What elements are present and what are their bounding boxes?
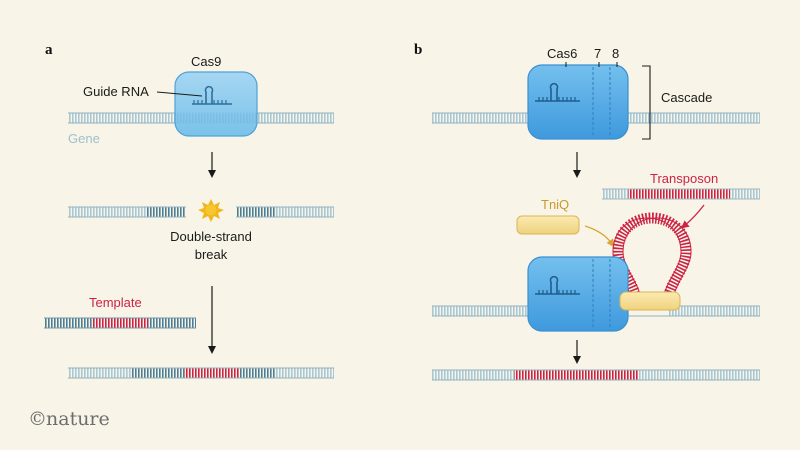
subunit-7-label: 7 xyxy=(594,46,601,61)
tniq-protein-bound xyxy=(619,291,681,311)
break-label: break xyxy=(195,247,228,262)
double-strand-label: Double-strand xyxy=(170,229,252,244)
cas9-protein xyxy=(174,71,258,137)
subunit-8-label: 8 xyxy=(612,46,619,61)
tniq-arrow-icon xyxy=(584,225,615,248)
cascade-complex xyxy=(527,64,629,140)
guide-rna-label: Guide RNA xyxy=(83,84,149,99)
tniq-label: TniQ xyxy=(541,197,569,212)
nature-logo: nature xyxy=(46,408,110,430)
cas6-label: Cas6 xyxy=(547,46,577,61)
cascade-complex-bound xyxy=(527,256,629,332)
cascade-label: Cascade xyxy=(661,90,712,105)
transposon-label: Transposon xyxy=(650,171,718,186)
break-burst-icon xyxy=(198,199,224,222)
template-label: Template xyxy=(89,295,142,310)
integrated-dna-strand xyxy=(432,369,760,381)
guide-rna-leader xyxy=(156,91,203,97)
panel-a-letter: a xyxy=(45,42,53,58)
template-dna-strand xyxy=(44,317,196,329)
cascade-bracket xyxy=(642,65,651,140)
broken-dna-strand xyxy=(68,206,334,218)
cas9-label: Cas9 xyxy=(191,54,221,69)
guide-rna-hairpin-icon xyxy=(192,85,232,105)
nature-copyright-symbol: © xyxy=(28,408,47,430)
transposon-dna-strand xyxy=(602,188,760,200)
crrna-hairpin-bound-icon xyxy=(535,275,580,295)
transposon-arrow-icon xyxy=(680,204,705,229)
crrna-hairpin-icon xyxy=(535,82,580,102)
panel-b-letter: b xyxy=(414,42,422,58)
gene-label: Gene xyxy=(68,131,100,146)
tniq-protein xyxy=(516,215,580,235)
edited-gene-strand xyxy=(68,367,334,379)
